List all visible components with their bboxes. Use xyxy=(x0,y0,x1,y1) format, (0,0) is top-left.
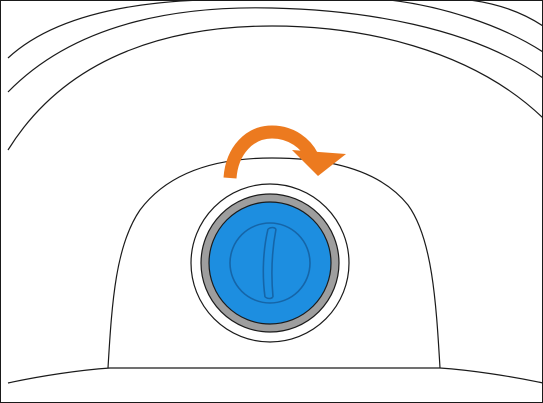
housing-arc-3 xyxy=(7,25,543,151)
cap-blue-body xyxy=(208,201,332,325)
cap-inner-ring xyxy=(229,222,311,304)
slotted-cap-icon xyxy=(190,183,350,343)
housing-arc-5 xyxy=(469,0,543,27)
housing-arc-2 xyxy=(7,7,543,93)
outer-housing-arcs xyxy=(7,0,543,151)
housing-arc-1 xyxy=(7,0,201,59)
rotation-arrow-shaft xyxy=(223,125,318,179)
inner-dome-panel xyxy=(107,157,441,369)
curved-arrow-clockwise-icon xyxy=(223,125,346,179)
cap-slot xyxy=(262,226,277,300)
base-curve xyxy=(7,367,543,384)
housing-arc-4 xyxy=(389,0,543,53)
rotation-arrow-head xyxy=(292,150,346,176)
